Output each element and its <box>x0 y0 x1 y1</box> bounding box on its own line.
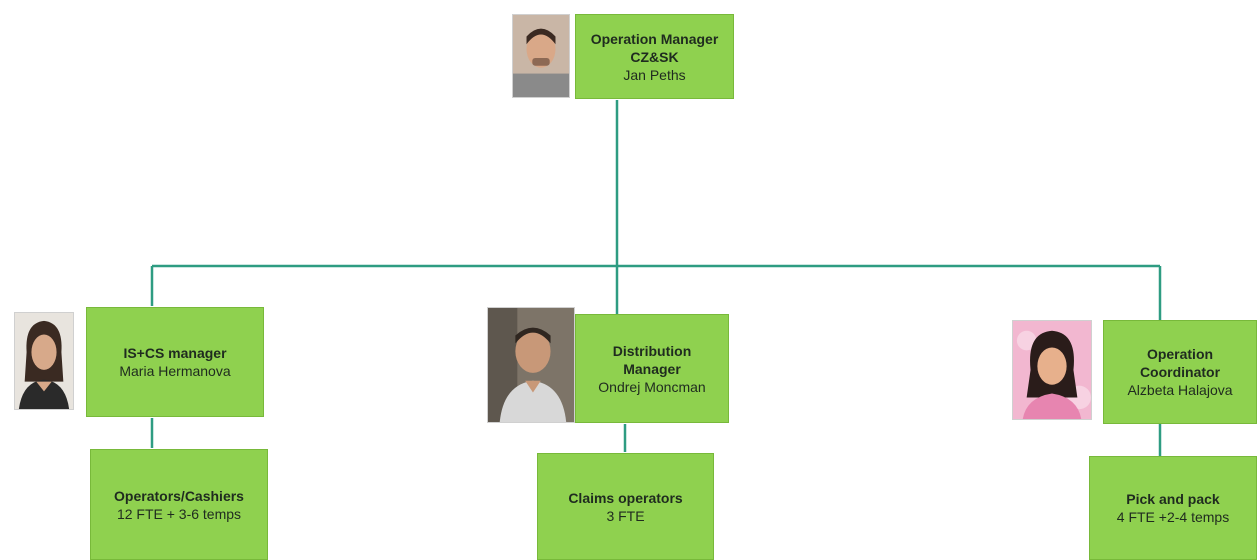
pick-and-pack-size: 4 FTE +2-4 temps <box>1116 509 1230 525</box>
avatar-distribution-manager <box>487 307 575 423</box>
avatar-is-cs-manager <box>14 312 74 410</box>
is-cs-manager-name: Maria Hermanova <box>119 363 231 379</box>
box-is-cs-manager: IS+CS manager Maria Hermanova <box>86 307 264 417</box>
operators-cashiers-size: 12 FTE + 3-6 temps <box>116 505 242 522</box>
person-photo-icon <box>488 308 574 422</box>
operation-manager-name: Jan Peths <box>623 66 686 83</box>
person-photo-icon <box>15 313 73 409</box>
pick-and-pack-title: Pick and pack <box>1126 491 1220 507</box>
operation-coordinator-name: Alzbeta Halajova <box>1127 382 1233 398</box>
claims-operators-title: Claims operators <box>568 489 683 506</box>
person-photo-icon <box>513 15 569 97</box>
avatar-operation-coordinator <box>1012 320 1092 420</box>
avatar-operation-manager <box>512 14 570 98</box>
person-photo-icon <box>1013 321 1091 419</box>
is-cs-manager-title: IS+CS manager <box>123 345 227 361</box>
operation-coordinator-title-2: Coordinator <box>1139 364 1221 380</box>
operation-manager-subtitle: CZ&SK <box>630 48 679 65</box>
box-claims-operators: Claims operators 3 FTE <box>537 453 714 560</box>
box-operation-coordinator: Operation Coordinator Alzbeta Halajova <box>1103 320 1257 424</box>
distribution-manager-name: Ondrej Moncman <box>598 378 706 395</box>
box-operation-manager: Operation Manager CZ&SK Jan Peths <box>575 14 734 99</box>
claims-operators-size: 3 FTE <box>606 507 645 524</box>
distribution-manager-title-2: Manager <box>623 360 681 377</box>
operators-cashiers-title: Operators/Cashiers <box>114 487 244 504</box>
distribution-manager-title-1: Distribution <box>612 342 692 359</box>
box-operators-cashiers: Operators/Cashiers 12 FTE + 3-6 temps <box>90 449 268 560</box>
box-pick-and-pack: Pick and pack 4 FTE +2-4 temps <box>1089 456 1257 560</box>
operation-coordinator-title-1: Operation <box>1146 346 1214 362</box>
operation-manager-title: Operation Manager <box>590 30 719 47</box>
box-distribution-manager: Distribution Manager Ondrej Moncman <box>575 314 729 423</box>
